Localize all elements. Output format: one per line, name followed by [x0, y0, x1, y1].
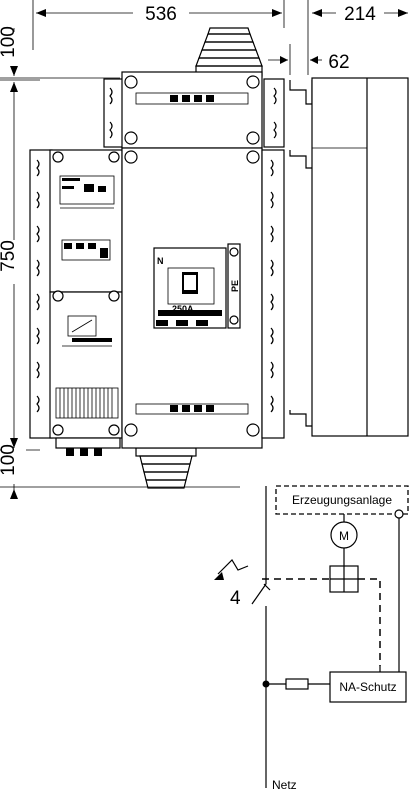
dimension-height-bottom: 100 — [0, 444, 240, 499]
na-protection-box: NA-Schutz — [329, 671, 407, 703]
cable-gland-bottom — [135, 447, 197, 489]
neutral-label: N — [157, 256, 164, 266]
dim-height-top-label: 100 — [0, 26, 19, 58]
fuse-symbol — [285, 678, 309, 690]
dimension-height-main: 750 — [0, 79, 40, 448]
left-bottom-glands — [55, 437, 121, 456]
motor-symbol: M — [330, 514, 358, 566]
circuit-breaker-switch: 4 — [214, 524, 271, 788]
meter-module — [59, 175, 115, 209]
top-cabinet — [103, 71, 285, 149]
pe-label: PE — [230, 280, 240, 292]
motor-label: M — [339, 529, 349, 543]
dim-height-main-label: 750 — [0, 240, 19, 272]
dim-width-side-label: 214 — [344, 4, 376, 25]
power-supply-module — [62, 315, 112, 347]
schematic: Erzeugungsanlage M NA-Schutz — [214, 485, 409, 792]
pe-bar: PE — [227, 243, 241, 329]
grid-label: Netz — [272, 778, 297, 792]
coupling-relay — [329, 565, 359, 593]
left-side-rail — [29, 149, 53, 439]
cable-gland-top — [195, 27, 263, 77]
dimension-width-main: 536 — [32, 0, 285, 50]
dimension-depth-small: 62 — [268, 44, 350, 75]
bottom-terminal-strip — [135, 403, 249, 415]
breaker-rating-label: 250A — [172, 304, 194, 314]
terminal-block — [55, 387, 119, 419]
dim-height-bottom-label: 100 — [0, 444, 19, 476]
main-cabinet: N 250A PE — [121, 147, 263, 449]
generation-plant-box — [275, 485, 409, 515]
dim-depth-small-label: 62 — [328, 52, 349, 73]
generation-terminal — [394, 509, 404, 519]
generation-plant-label: Erzeugungsanlage — [292, 493, 392, 507]
dim-width-main-label: 536 — [145, 4, 177, 25]
dimension-width-side: 214 — [307, 0, 408, 75]
side-view — [289, 77, 409, 437]
main-breaker: N 250A — [153, 247, 227, 329]
switch-number-label: 4 — [230, 588, 241, 609]
right-side-rail — [261, 149, 285, 439]
top-terminal-strip — [170, 95, 214, 102]
dimension-height-top: 100 — [0, 26, 120, 79]
surge-arrester-module — [61, 239, 111, 261]
na-protection-label: NA-Schutz — [339, 680, 396, 694]
left-cabinet — [49, 149, 123, 456]
